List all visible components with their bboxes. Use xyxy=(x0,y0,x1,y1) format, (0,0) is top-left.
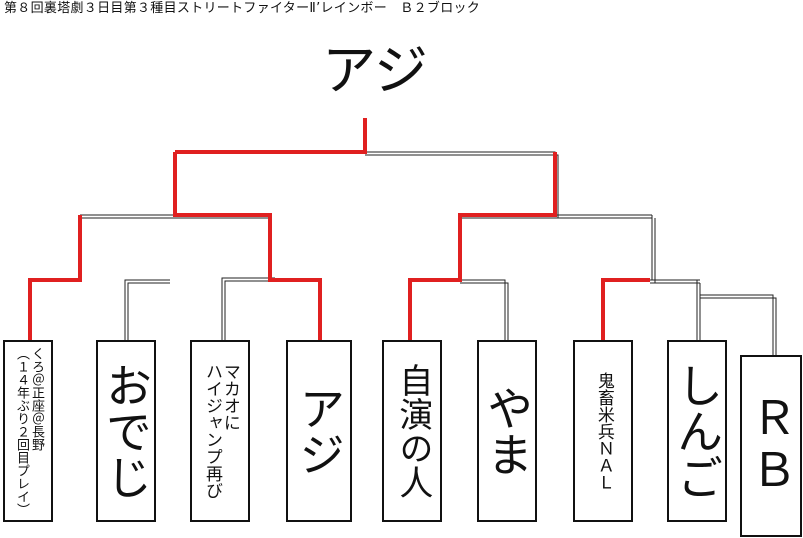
player-name: ＲＢ xyxy=(744,394,799,498)
line-p3 xyxy=(221,277,275,340)
win-line-p7 xyxy=(601,278,650,340)
line-p9b xyxy=(700,297,777,355)
win-line-p4 xyxy=(173,152,322,340)
player-name: アジ xyxy=(292,385,347,477)
win-line-p1 xyxy=(28,215,82,340)
line-p9 xyxy=(700,294,774,355)
player-box-4: アジ xyxy=(286,340,352,522)
page-title: 第８回裏塔劇３日目第３種目ストリートファイターⅡ’レインボー Ｂ２ブロック xyxy=(4,1,481,16)
player-name: 鬼畜米兵ＮＡＬ xyxy=(593,371,614,491)
line-p2b xyxy=(127,282,170,340)
line-p3b xyxy=(224,280,272,340)
line-p2 xyxy=(124,279,170,340)
line-p6 xyxy=(460,279,506,340)
player-box-9: ＲＢ xyxy=(740,355,802,537)
player-box-2: おでじ xyxy=(96,340,156,522)
player-box-6: やま xyxy=(477,340,537,522)
player-box-1: くろ＠正座＠長野 （１４年ぶり２回目プレイ） xyxy=(3,340,53,522)
player-name: 自演の人 xyxy=(392,363,433,499)
player-name: マカオに ハイジャンプ再び xyxy=(202,363,240,499)
champion-name: アジ xyxy=(322,39,428,102)
player-box-3: マカオに ハイジャンプ再び xyxy=(190,340,250,522)
player-box-5: 自演の人 xyxy=(382,340,442,522)
line-p6b xyxy=(460,282,509,340)
player-name: やま xyxy=(480,385,535,477)
player-box-7: 鬼畜米兵ＮＡＬ xyxy=(573,340,633,522)
line-final-right xyxy=(365,151,556,215)
player-box-8: しんご xyxy=(667,340,727,522)
player-name: おでじ xyxy=(99,362,154,500)
player-name: しんご xyxy=(670,362,725,500)
line-final-rightb xyxy=(365,154,559,218)
player-name: くろ＠正座＠長野 （１４年ぶり２回目プレイ） xyxy=(14,346,44,516)
win-line-p5 xyxy=(408,152,557,340)
win-line-final xyxy=(175,118,367,154)
